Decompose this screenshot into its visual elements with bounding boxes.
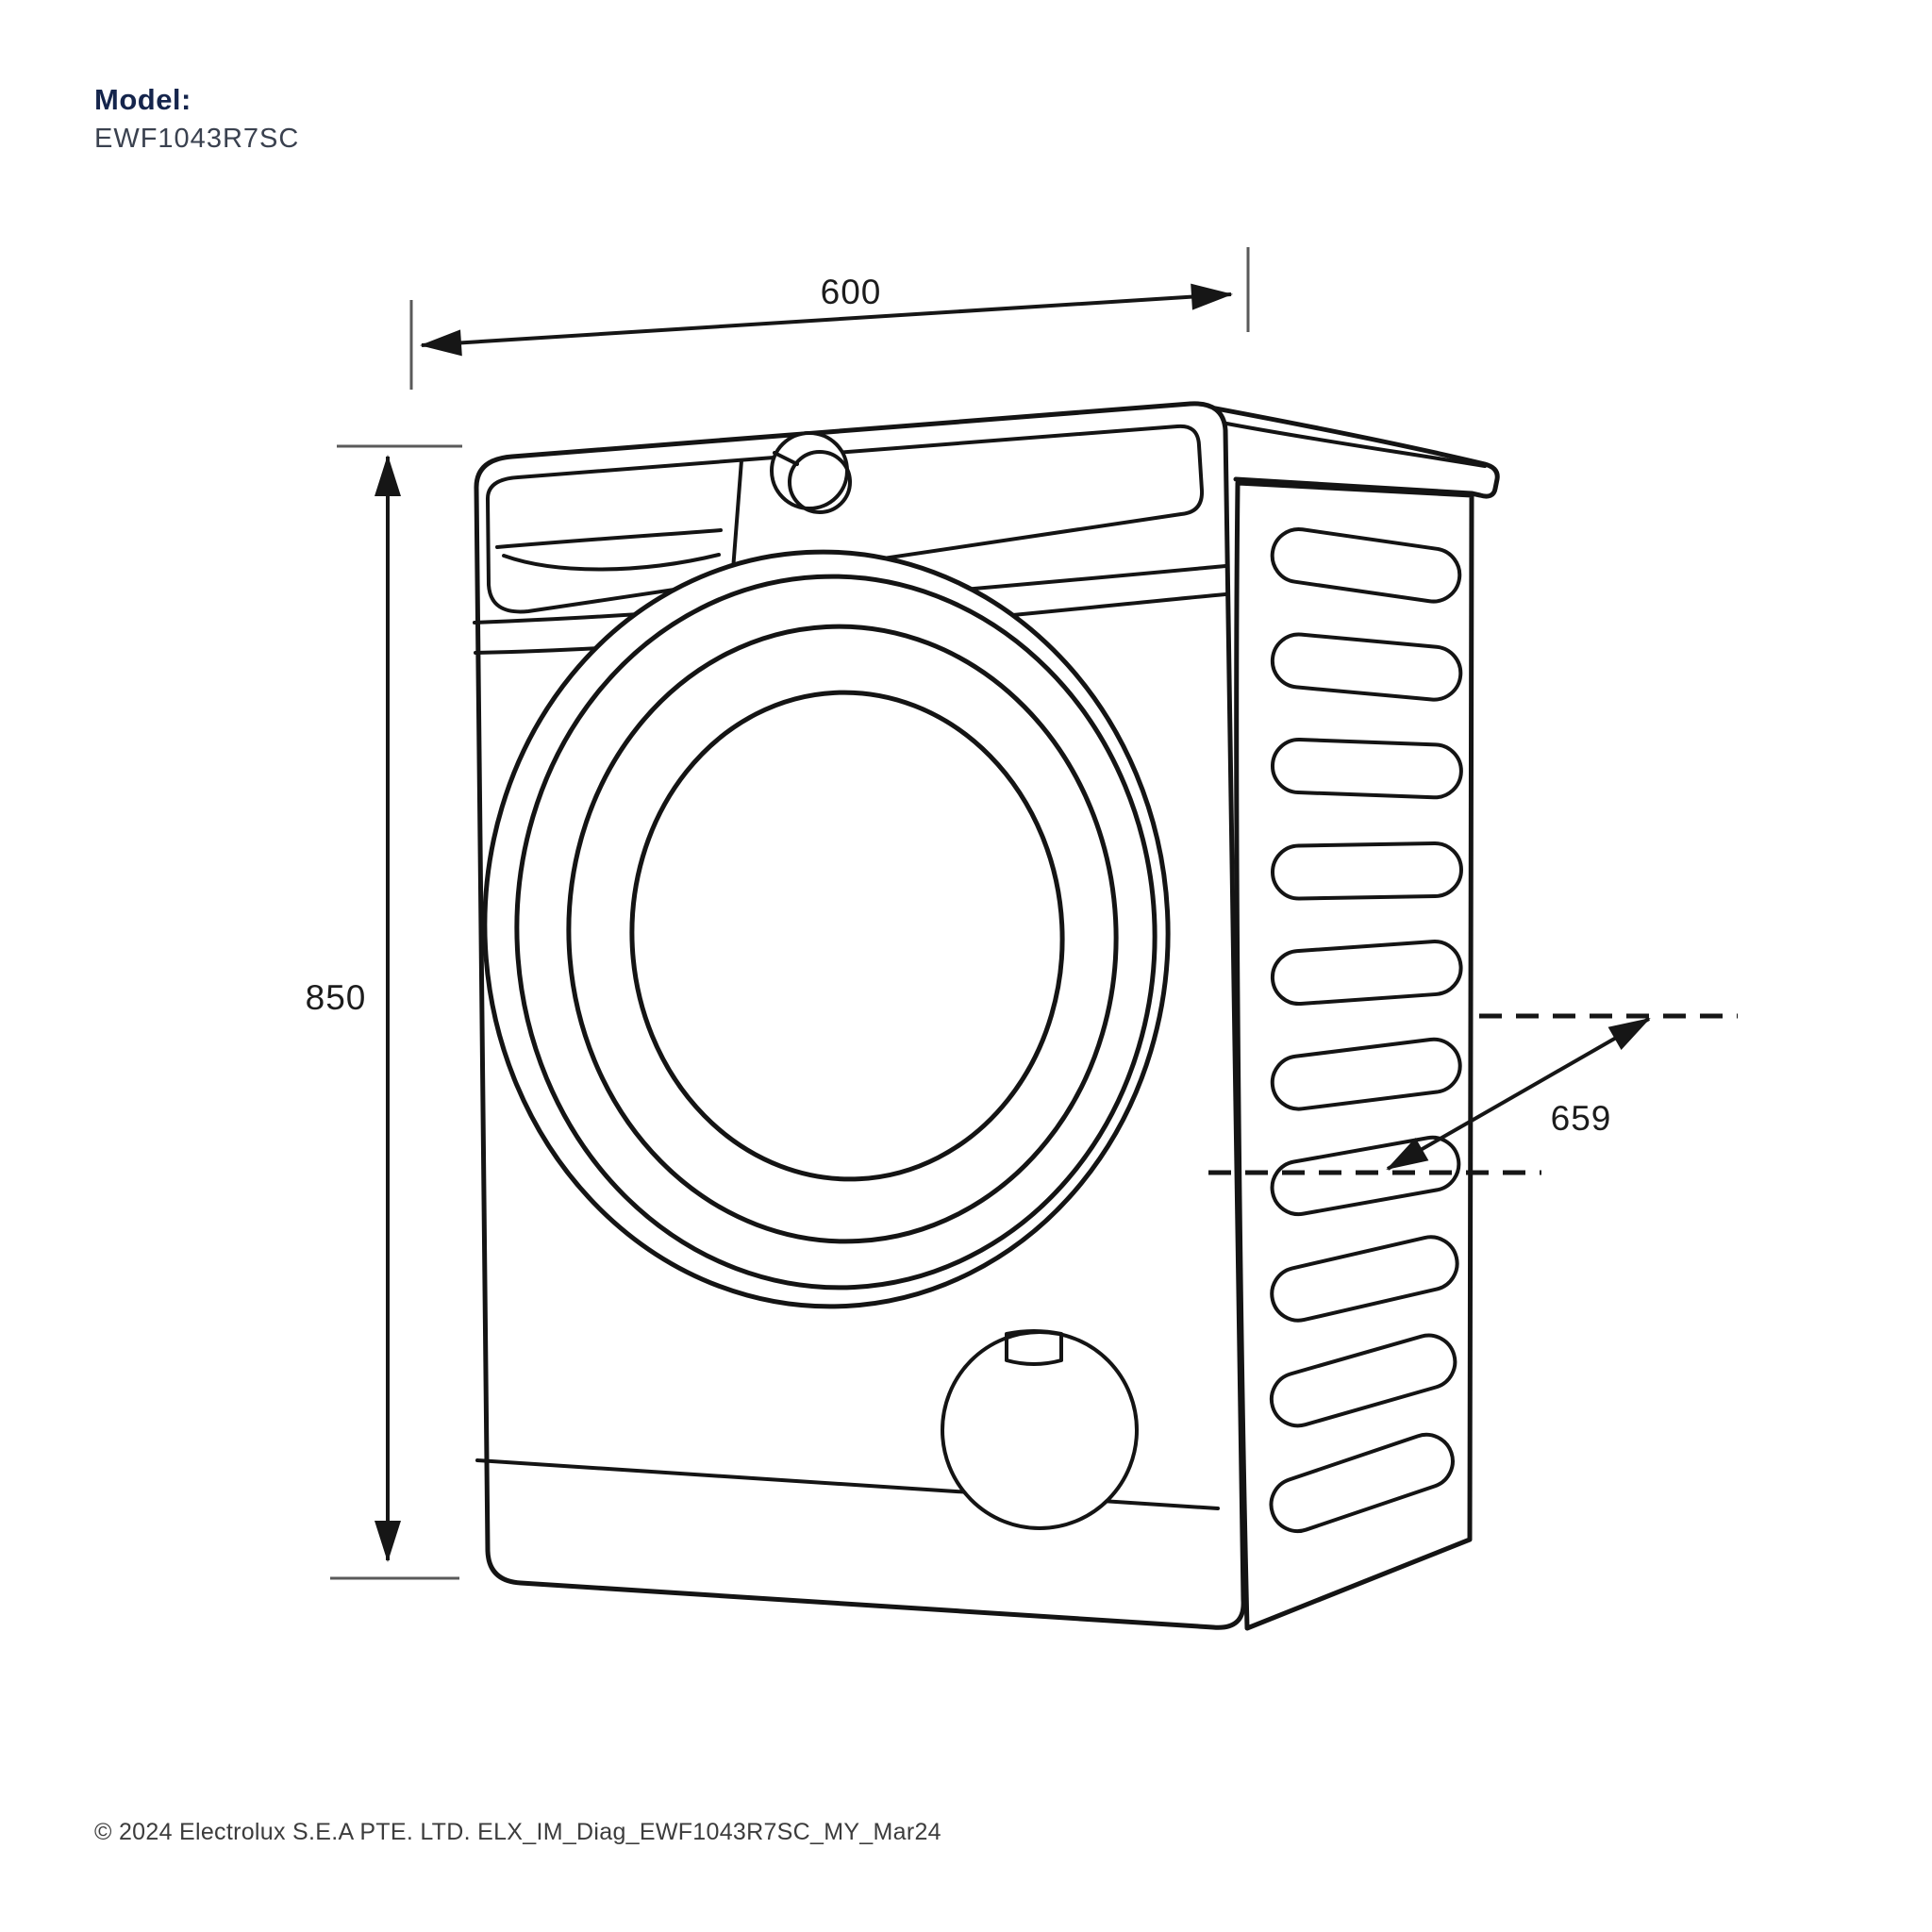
drawer-divider bbox=[730, 458, 743, 584]
knob-inner bbox=[788, 450, 852, 514]
depth-dimension: 659 bbox=[1208, 1013, 1738, 1175]
knob-pointer bbox=[773, 451, 799, 466]
program-knob bbox=[770, 431, 852, 514]
lid-lower-edge bbox=[1220, 421, 1487, 468]
height-dimension: 850 bbox=[306, 444, 462, 1580]
drawer-handle-top bbox=[495, 528, 723, 549]
vent-slot bbox=[1270, 940, 1463, 1007]
filter-circle bbox=[941, 1330, 1139, 1530]
knob-outer bbox=[770, 431, 849, 510]
vent-slot bbox=[1270, 632, 1463, 702]
depth-arrow bbox=[1386, 1017, 1651, 1171]
door-ring-2 bbox=[514, 574, 1158, 1291]
drawer-handle-groove bbox=[502, 553, 721, 572]
door-ring-outer bbox=[482, 549, 1171, 1309]
width-arrow bbox=[420, 283, 1233, 357]
door-ring-3 bbox=[566, 624, 1119, 1244]
vent-slot bbox=[1270, 1235, 1459, 1323]
top-lid bbox=[1188, 401, 1500, 499]
door bbox=[482, 549, 1171, 1309]
lid-edge-and-overhang bbox=[1188, 401, 1500, 499]
depth-dimension-label: 659 bbox=[1551, 1099, 1612, 1138]
side-panel bbox=[1234, 480, 1474, 1631]
vent-slot bbox=[1270, 841, 1463, 901]
vent-slot bbox=[1269, 1333, 1457, 1428]
filter-notch bbox=[1005, 1329, 1063, 1366]
vent-slot bbox=[1270, 526, 1462, 604]
vent-slot bbox=[1270, 738, 1463, 800]
height-dimension-label: 850 bbox=[306, 978, 367, 1017]
width-dimension: 600 bbox=[409, 247, 1250, 390]
width-dimension-label: 600 bbox=[821, 273, 882, 311]
detergent-drawer bbox=[495, 458, 743, 584]
door-glass bbox=[629, 690, 1065, 1182]
front-panel bbox=[473, 401, 1246, 1630]
model-header: Model: EWF1043R7SC bbox=[94, 83, 299, 155]
model-label: Model: bbox=[94, 83, 192, 116]
model-number: EWF1043R7SC bbox=[94, 123, 300, 154]
copyright-note: © 2024 Electrolux S.E.A PTE. LTD. ELX_IM… bbox=[94, 1819, 941, 1845]
drain-filter-cap bbox=[941, 1329, 1139, 1530]
vent-slot bbox=[1269, 1432, 1455, 1534]
